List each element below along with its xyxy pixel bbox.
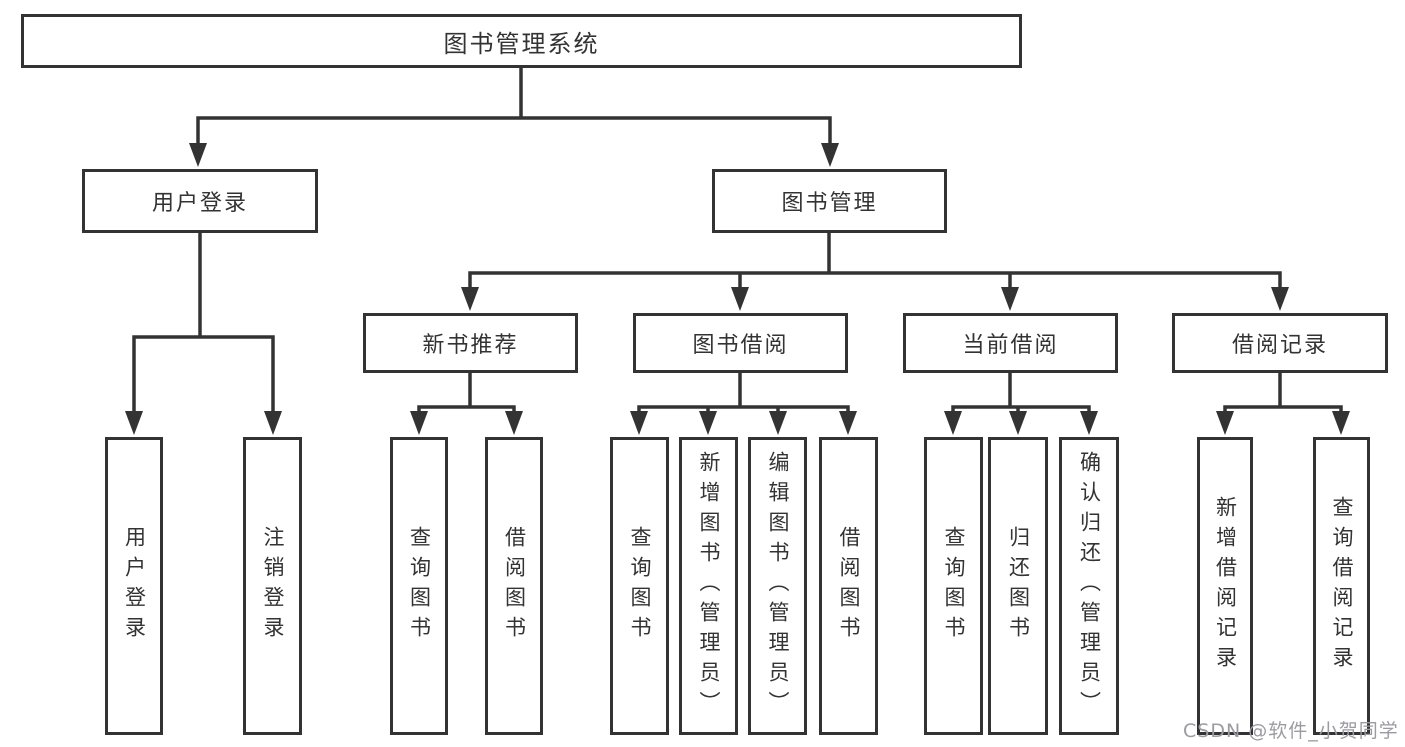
- leaf-query-books-recommend: 查询图书: [390, 437, 448, 735]
- leaf-label: 查询图书: [407, 526, 432, 646]
- node-label: 借阅记录: [1231, 333, 1328, 358]
- node-current-borrowing: 当前借阅: [903, 313, 1118, 373]
- node-label: 用户登录: [151, 191, 248, 216]
- node-borrowing-records: 借阅记录: [1172, 313, 1388, 373]
- node-label: 图书管理系统: [443, 29, 600, 58]
- leaf-add-books-admin: 新增图书（管理员）: [679, 437, 738, 735]
- node-label: 新书推荐: [422, 333, 519, 358]
- leaf-label: 注销登录: [261, 526, 285, 646]
- leaf-query-books-current: 查询图书: [924, 437, 983, 735]
- csdn-watermark: CSDN @软件_小贺同学: [1183, 720, 1399, 742]
- leaf-user-login: 用户登录: [105, 437, 163, 735]
- leaf-label: 查询借阅记录: [1330, 496, 1354, 676]
- leaf-query-books-borrow: 查询图书: [610, 437, 669, 735]
- node-book-borrowing: 图书借阅: [633, 313, 848, 373]
- leaf-return-books: 归还图书: [988, 437, 1048, 735]
- node-label: 图书管理: [781, 191, 878, 216]
- leaf-label: 新增借阅记录: [1213, 496, 1238, 676]
- leaf-label: 确认归还（管理员）: [1077, 451, 1102, 721]
- leaf-confirm-return-admin: 确认归还（管理员）: [1059, 437, 1119, 735]
- leaf-label: 借阅图书: [502, 526, 527, 646]
- leaf-label: 借阅图书: [837, 526, 861, 646]
- leaf-label: 编辑图书（管理员）: [766, 451, 790, 721]
- leaf-logout: 注销登录: [243, 437, 302, 735]
- node-label: 图书借阅: [692, 333, 789, 358]
- leaf-add-borrow-record: 新增借阅记录: [1197, 437, 1253, 735]
- node-book-management: 图书管理: [712, 169, 947, 233]
- node-library-system: 图书管理系统: [21, 14, 1022, 68]
- leaf-label: 查询图书: [628, 526, 652, 646]
- leaf-label: 用户登录: [122, 526, 147, 646]
- node-label: 当前借阅: [962, 333, 1059, 358]
- node-user-login: 用户登录: [82, 169, 318, 233]
- leaf-query-borrow-record: 查询借阅记录: [1313, 437, 1370, 735]
- leaf-label: 新增图书（管理员）: [697, 451, 721, 721]
- node-new-book-recommend: 新书推荐: [363, 313, 578, 373]
- leaf-label: 归还图书: [1006, 526, 1031, 646]
- leaf-borrow-books: 借阅图书: [819, 437, 878, 735]
- leaf-label: 查询图书: [942, 526, 966, 646]
- leaf-borrow-books-recommend: 借阅图书: [485, 437, 543, 735]
- leaf-edit-books-admin: 编辑图书（管理员）: [748, 437, 807, 735]
